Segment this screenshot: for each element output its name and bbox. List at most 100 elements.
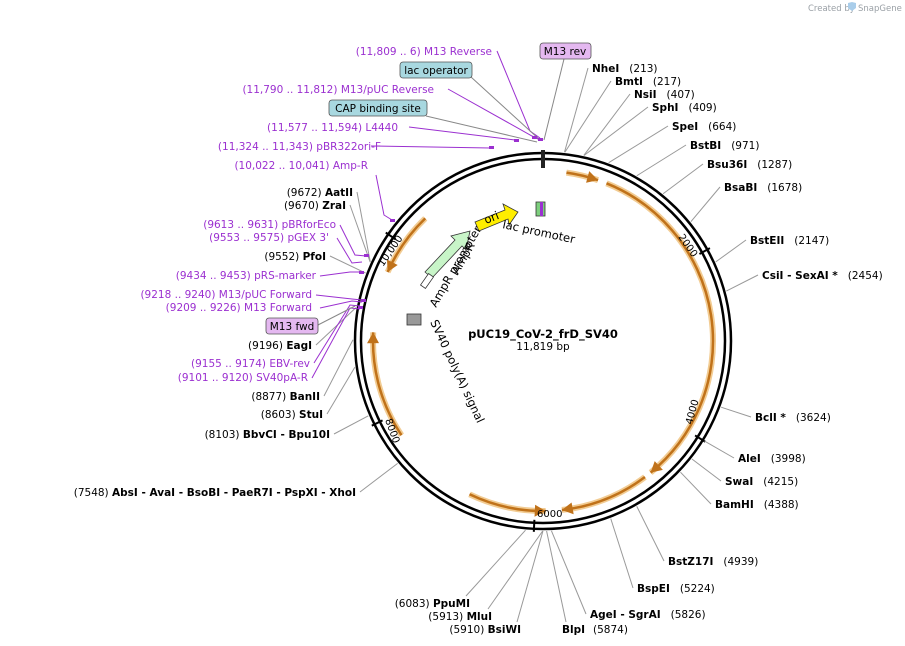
cap-binding-site-box: CAP binding site (328, 99, 428, 117)
enzyme-label-right: AleI(3998) (738, 453, 806, 465)
primer-tick-marks (358, 136, 543, 309)
ori-feature (474, 203, 519, 232)
enzyme-label-right: Bsu36I(1287) (707, 159, 792, 171)
enzyme-label-left: (8877) BanII (251, 391, 320, 403)
enzyme-label-left: (8603) StuI (261, 409, 323, 421)
enzyme-label-left: (8103) BbvCI - Bpu10I (205, 429, 330, 441)
enzyme-label-right: SwaI(4215) (725, 476, 798, 488)
enzyme-label-left: (9196) EagI (248, 340, 312, 352)
enzyme-leader (726, 274, 759, 292)
enzyme-leader (329, 255, 366, 274)
m13-rev-label: M13 rev (544, 46, 587, 58)
created-by-label: Created by (808, 4, 855, 14)
primer-label-m13-puc-forward: (9218 .. 9240) M13/pUC Forward (140, 289, 312, 301)
primer-label-pgex-3: (9553 .. 9575) pGEX 3' (209, 232, 329, 244)
primer-label-pbrforeco: (9613 .. 9631) pBRforEco (203, 219, 336, 231)
enzyme-leader (315, 307, 357, 346)
tick-6000 (532, 519, 536, 532)
enzyme-leader (487, 530, 544, 610)
enzyme-leader-lines (315, 67, 759, 623)
enzyme-leader (704, 440, 735, 459)
lac-operator-box: lac operator (399, 61, 473, 79)
enzyme-leader (333, 415, 369, 435)
lac-operator-label: lac operator (404, 65, 468, 77)
m13-rev-box: M13 rev (539, 42, 592, 60)
enzyme-label-right: BspEI(5224) (637, 583, 715, 595)
enzyme-label-left: (9552) PfoI (264, 251, 326, 263)
enzyme-labels: NheI(213)BmtI(217)NsiI(407)SphI(409) SpeI… (74, 63, 883, 636)
enzyme-label-left: (9670) ZraI (284, 200, 346, 212)
enzyme-label-bottom: (6083) PpuMI (395, 598, 470, 610)
enzyme-leader (349, 204, 371, 263)
origin-marker (541, 150, 545, 168)
enzyme-leader (563, 67, 589, 153)
enzyme-label-left: (9672) AatII (287, 187, 353, 199)
sv40-polya-feature (406, 313, 422, 326)
enzyme-leader (583, 106, 649, 156)
orf-arrowhead (534, 504, 546, 517)
enzyme-leader (690, 186, 721, 223)
primer-label-prs-marker: (9434 .. 9453) pRS-marker (176, 270, 317, 282)
enzyme-label-right: SpeI(664) (672, 121, 736, 133)
enzyme-leader (583, 93, 631, 156)
primer-label-m13-forward: (9209 .. 9226) M13 Forward (166, 302, 312, 314)
ampr-promoter-feature (419, 272, 435, 290)
enzyme-leader (715, 239, 747, 263)
m13-fwd-label: M13 fwd (270, 321, 315, 333)
plasmid-name: pUC19_CoV-2_frD_SV40 (468, 327, 618, 342)
enzyme-label-right: BsaBI(1678) (724, 182, 802, 194)
snapgene-logo-icon (848, 2, 856, 11)
orf-arrowhead (650, 461, 663, 473)
primer-label-ebv-rev: (9155 .. 9174) EBV-rev (191, 358, 310, 370)
enzyme-label-right: SphI(409) (652, 102, 717, 114)
enzyme-leader (720, 406, 752, 418)
enzyme-leader (691, 458, 722, 482)
enzyme-label-bottom: BlpI(5874) (562, 624, 628, 636)
enzyme-label-bottom: (5910) BsiWI (449, 624, 521, 636)
tick-label-6000: 6000 (537, 509, 562, 520)
enzyme-label-left: (7548) AbsI - AvaI - BsoBI - PaeR7I - Ps… (74, 487, 356, 499)
enzyme-label-bottom: (5913) MluI (428, 611, 492, 623)
orf-arc (606, 182, 715, 474)
enzyme-leader (323, 339, 354, 397)
snapgene-brand-label: SnapGene (858, 4, 902, 14)
enzyme-leader (636, 506, 665, 562)
primer-label-m13-puc-reverse: (11,790 .. 11,812) M13/pUC Reverse (242, 84, 434, 96)
enzyme-label-right: AgeI - SgrAI(5826) (590, 609, 706, 621)
tick-10000 (385, 231, 397, 241)
ori-label: ori (482, 208, 501, 227)
enzyme-label-right: CsiI - SexAI *(2454) (762, 270, 883, 282)
enzyme-leader (356, 191, 371, 262)
enzyme-label-right: BstEII(2147) (750, 235, 829, 247)
enzyme-label-right: BstBI(971) (690, 140, 759, 152)
orf-arrowhead (387, 259, 398, 273)
enzyme-leader (610, 518, 634, 589)
enzyme-label-right: BmtI(217) (615, 76, 681, 88)
lac-promoter-label: lac promoter (501, 217, 576, 246)
enzyme-leader (564, 80, 612, 153)
enzyme-label-right: NsiI(407) (634, 89, 695, 101)
ampr-feature (424, 230, 471, 279)
enzyme-leader (359, 462, 398, 493)
enzyme-label-right: NheI(213) (592, 63, 658, 75)
enzyme-leader (546, 530, 567, 623)
primer-label-sv40pa-r: (9101 .. 9120) SV40pA-R (178, 372, 308, 384)
orf-arrowhead (367, 332, 380, 344)
enzyme-leader (465, 529, 526, 597)
plasmid-length: 11,819 bp (516, 341, 570, 353)
orf-arc-glow (605, 180, 716, 475)
enzyme-leader (662, 163, 704, 195)
m13-fwd-box: M13 fwd (265, 317, 319, 335)
tick-8000 (371, 419, 384, 427)
tick-4000 (694, 434, 706, 443)
enzyme-leader (608, 125, 669, 164)
primer-label-m13-reverse: (11,809 .. 6) M13 Reverse (356, 46, 492, 58)
tick-2000 (698, 247, 711, 255)
enzyme-leader (680, 471, 712, 505)
enzyme-label-right: BstZ17I(4939) (668, 556, 758, 568)
enzyme-leader (550, 530, 587, 615)
enzyme-label-right: BclI *(3624) (755, 412, 831, 424)
cap-binding-site-label: CAP binding site (335, 103, 421, 115)
primer-label-pbr322ori-f: (11,324 .. 11,343) pBR322ori-F (218, 141, 381, 153)
